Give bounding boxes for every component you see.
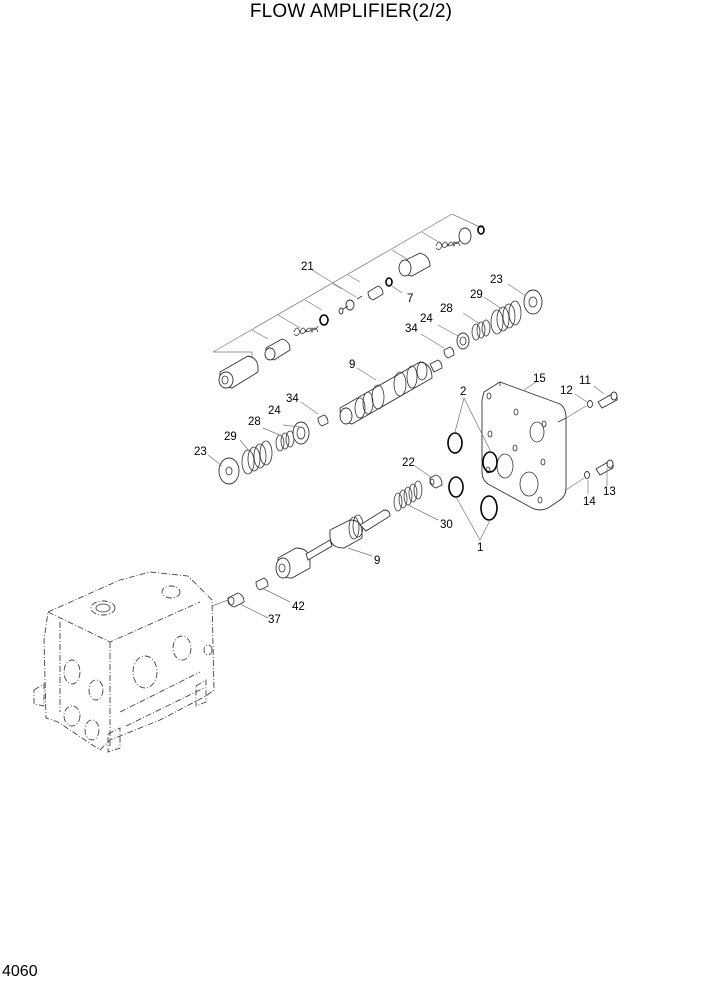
lower-spool-9 (275, 509, 391, 579)
sleeve-part (264, 338, 291, 361)
o-ring-1-b (480, 495, 498, 521)
callout-28: 28 (440, 303, 453, 315)
poppet-part-21 (338, 299, 355, 315)
o-ring-1-a (448, 476, 464, 498)
callout-11: 11 (579, 375, 591, 387)
top-row-parts (218, 225, 485, 389)
callout-14: 14 (583, 496, 596, 508)
o-ring-2-b (482, 451, 498, 473)
callout-15: 15 (533, 373, 546, 385)
plug-part (218, 355, 259, 389)
callout-23: 23 (490, 274, 503, 286)
middle-spool-assembly (218, 289, 543, 485)
callout-21: 21 (301, 261, 314, 273)
set-screw-part (367, 285, 384, 301)
callout-29: 29 (224, 431, 237, 443)
callout-29: 29 (470, 289, 483, 301)
callout-2: 2 (460, 386, 466, 398)
spring-28-right (471, 319, 491, 341)
washer-14 (584, 471, 590, 479)
bolt-11 (597, 391, 618, 409)
washer-23-left (218, 457, 240, 485)
o-ring-7 (385, 277, 393, 287)
washer-12 (587, 400, 593, 408)
callout-34: 34 (286, 393, 299, 405)
callout-9: 9 (349, 359, 355, 371)
spring-29-left (241, 440, 273, 475)
callout-22: 22 (402, 457, 415, 469)
callout-42: 42 (292, 601, 305, 613)
spring-28-left (275, 430, 295, 452)
o-ring (319, 314, 329, 326)
plug-37 (227, 592, 245, 608)
plug-42 (255, 577, 269, 591)
callout-labels: 21 7 23 29 28 24 34 9 2 15 11 12 34 24 2… (194, 261, 616, 626)
spring-part-top (435, 239, 461, 250)
plug-34-right (443, 346, 455, 359)
spring-29-right (490, 300, 522, 335)
callout-30: 30 (440, 519, 453, 531)
spring-part (293, 325, 319, 336)
callout-12: 12 (560, 385, 573, 397)
page-number: 4060 (2, 963, 38, 980)
o-ring-2-a (447, 432, 463, 454)
callout-24: 24 (268, 405, 281, 417)
cap-part (398, 252, 431, 277)
spool-9 (339, 359, 443, 425)
callout-37: 37 (268, 614, 281, 626)
washer-24-left (292, 421, 310, 445)
washer-24-right (456, 332, 470, 350)
pin-part (356, 295, 363, 300)
callout-9: 9 (374, 555, 380, 567)
washer-part (458, 227, 472, 245)
plug-22 (429, 474, 443, 489)
diagram-title: FLOW AMPLIFIER(2/2) (249, 1, 453, 22)
bolt-13 (595, 459, 614, 476)
leader-lines (207, 269, 608, 619)
valve-housing (33, 571, 215, 753)
callout-13: 13 (603, 486, 616, 498)
callout-28: 28 (248, 416, 261, 428)
top-assembly-guide-lines (212, 213, 483, 372)
callout-24: 24 (420, 313, 433, 325)
cover-plate-15 (481, 381, 567, 511)
callout-23: 23 (194, 446, 207, 458)
callout-1: 1 (477, 542, 483, 554)
callout-34: 34 (405, 323, 418, 335)
washer-23-right (523, 289, 543, 315)
callout-7: 7 (407, 293, 413, 305)
o-ring-top (477, 225, 485, 235)
spring-30 (393, 480, 423, 512)
plug-34-left (317, 414, 329, 427)
